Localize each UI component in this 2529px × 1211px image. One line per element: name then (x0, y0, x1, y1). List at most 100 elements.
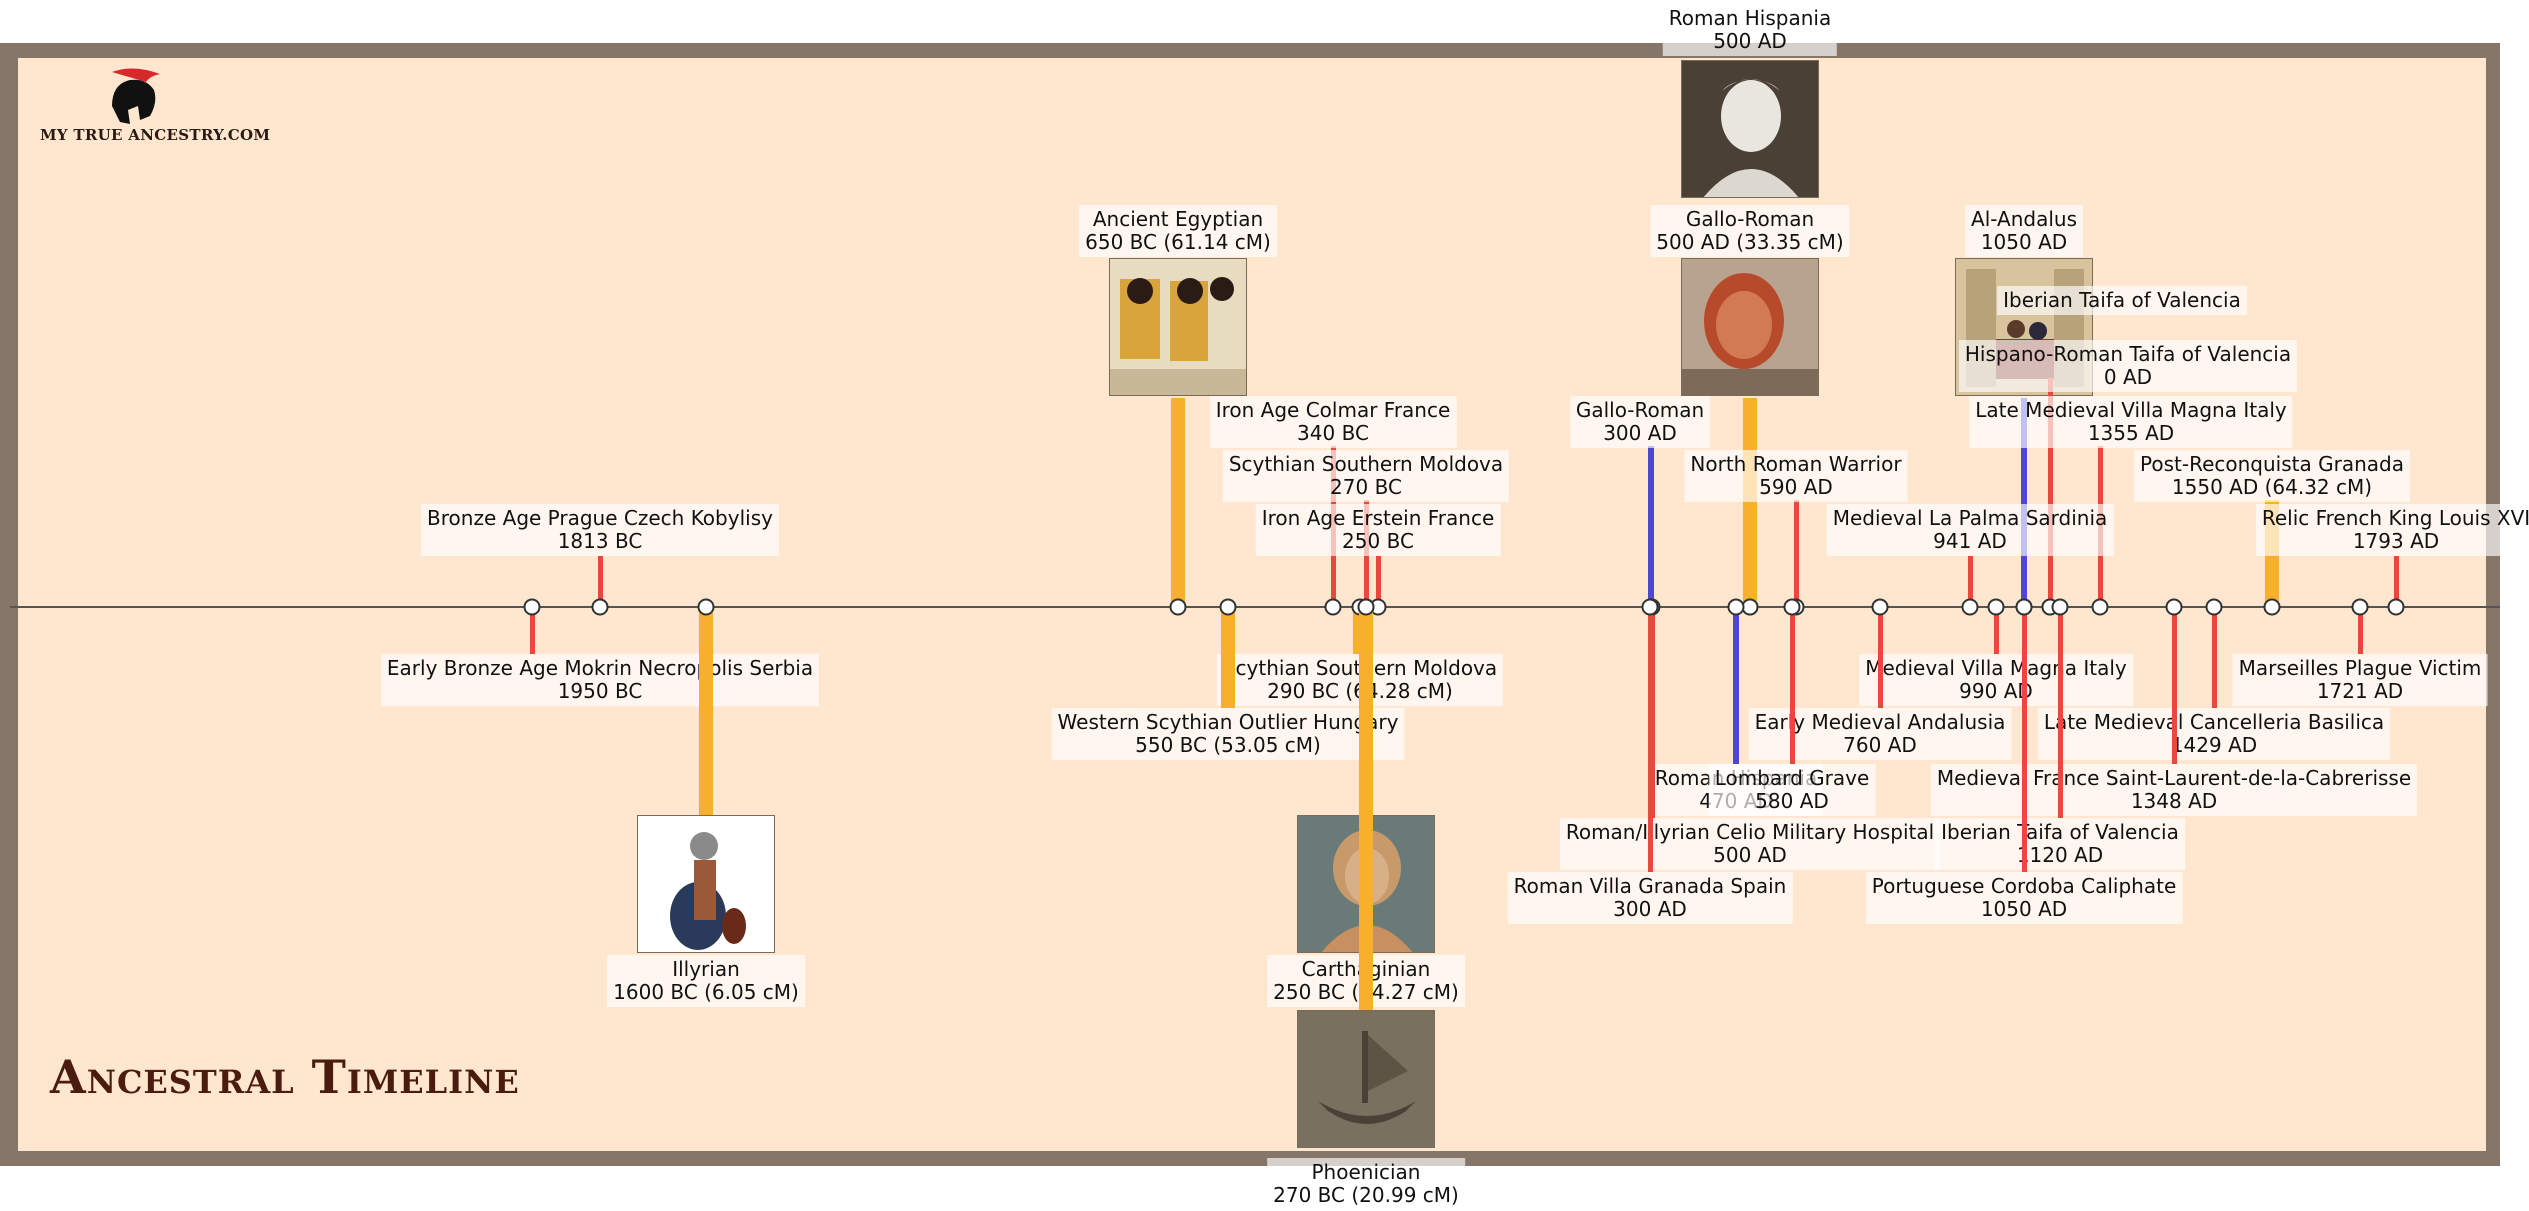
event-marker[interactable] (2351, 598, 2369, 616)
brand-logo (38, 62, 238, 152)
event-name: Lombard Grave (1714, 766, 1870, 790)
event-name: Illyrian (672, 957, 740, 981)
event-marker[interactable] (2263, 598, 2281, 616)
event-stem (699, 607, 713, 815)
event-date: 500 AD (1713, 29, 1787, 53)
event-date: 1813 BC (557, 529, 643, 553)
event-date: 1793 AD (2352, 529, 2440, 553)
brand-name: MY TRUE ANCESTRY.COM (40, 126, 271, 144)
event-stem (1967, 556, 1973, 607)
page-title: Ancestral Timeline (50, 1050, 520, 1104)
event-marker[interactable] (1783, 598, 1801, 616)
event-marker[interactable] (2387, 598, 2405, 616)
event-name: Hispano-Roman Taifa of Valencia (1964, 342, 2292, 366)
event-date: 580 AD (1755, 789, 1829, 813)
event-date: 250 BC (1342, 529, 1414, 553)
event-marker[interactable] (1727, 598, 1745, 616)
event-date: 590 AD (1759, 475, 1833, 499)
event-name: Ancient Egyptian (1092, 207, 1264, 231)
event-date: 990 AD (1959, 679, 2033, 703)
event-date: 1550 AD (64.32 cM) (2171, 475, 2373, 499)
event-name: Iberian Taifa of Valencia (2003, 288, 2241, 312)
event-name: Al-Andalus (1971, 207, 2077, 231)
event-marker[interactable] (697, 598, 715, 616)
event-stem (1733, 607, 1739, 764)
event-marker[interactable] (2015, 598, 2033, 616)
event-stem (1877, 607, 1883, 708)
event-date: 1120 AD (2016, 843, 2104, 867)
phoenician-ship-image (1297, 1010, 1435, 1148)
event-stem (1993, 607, 1999, 654)
event-marker[interactable] (2165, 598, 2183, 616)
event-date: 500 AD (1713, 843, 1787, 867)
event-stem (2021, 398, 2027, 607)
event-stem (2021, 607, 2027, 872)
event-label[interactable]: Early Bronze Age Mokrin Necropolis Serbi… (380, 654, 820, 706)
event-marker[interactable] (1169, 598, 1187, 616)
event-date: 270 BC (1330, 475, 1402, 499)
event-marker[interactable] (1987, 598, 2005, 616)
event-marker[interactable] (1357, 598, 1375, 616)
event-date: 300 AD (1603, 421, 1677, 445)
event-label[interactable]: Iberian Taifa of Valencia (1997, 286, 2247, 315)
event-stem (1743, 398, 1757, 607)
event-date: 1429 AD (2170, 733, 2258, 757)
event-marker[interactable] (1641, 598, 1659, 616)
event-label[interactable]: Medieval France Saint-Laurent-de-la-Cabr… (1930, 764, 2418, 816)
event-marker[interactable] (2205, 598, 2223, 616)
event-date: 500 AD (33.35 cM) (1656, 230, 1844, 254)
event-date: 1050 AD (1980, 897, 2068, 921)
event-date: 270 BC (20.99 cM) (1273, 1183, 1459, 1207)
event-stem (1221, 607, 1235, 708)
event-marker[interactable] (1324, 598, 1342, 616)
event-stem (1359, 607, 1373, 1010)
event-stem (2057, 607, 2063, 818)
event-name: Medieval France Saint-Laurent-de-la-Cabr… (1936, 766, 2412, 790)
event-name: Iberian Taifa of Valencia (1941, 820, 2179, 844)
event-name: Gallo-Roman (1575, 398, 1705, 422)
event-name: Iron Age Colmar France (1215, 398, 1451, 422)
event-marker[interactable] (1871, 598, 1889, 616)
event-marker[interactable] (2051, 598, 2069, 616)
event-marker[interactable] (1961, 598, 1979, 616)
event-marker[interactable] (1219, 598, 1237, 616)
event-name: Late Medieval Cancelleria Basilica (2043, 710, 2385, 734)
event-date: 1721 AD (2316, 679, 2404, 703)
event-stem (2357, 607, 2363, 654)
event-marker[interactable] (591, 598, 609, 616)
event-marker[interactable] (523, 598, 541, 616)
event-name: Early Medieval Andalusia (1754, 710, 2006, 734)
event-marker[interactable] (2091, 598, 2109, 616)
event-name: Late Medieval Villa Magna Italy (1975, 398, 2287, 422)
event-date: 1050 AD (1980, 230, 2068, 254)
spartan-helmet-icon (112, 68, 160, 124)
event-stem (2171, 607, 2177, 764)
